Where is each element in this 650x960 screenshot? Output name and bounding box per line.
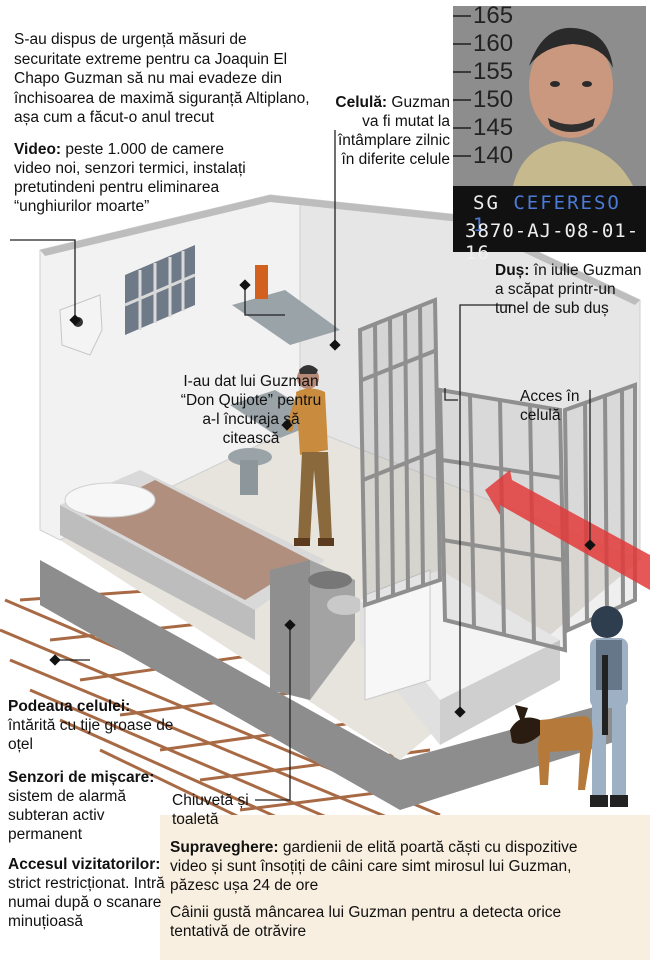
surveillance-annotation: Supraveghere: gardienii de elită poartă … <box>170 838 610 895</box>
floor-annotation: Podeaua celulei: întărită cu tije groase … <box>8 697 178 754</box>
video-annotation: Video: peste 1.000 de camere video noi, … <box>14 140 264 216</box>
guard <box>590 606 628 807</box>
placard-facility: CEFERESO 1 <box>473 192 621 236</box>
id-placard: SG CEFERESO 1 3870-AJ-08-01-16 <box>453 186 646 264</box>
access-annotation: Acces în celulă <box>520 388 580 424</box>
placard-code: 3870-AJ-08-01-16 <box>465 220 640 264</box>
leader-lines <box>10 130 591 801</box>
guard-dog <box>510 705 593 790</box>
floor-title: Podeaua celulei: <box>8 698 131 715</box>
cell-title: Celulă: <box>335 94 388 111</box>
motion-sensor-text: sistem de alarmă subteran activ permanen… <box>8 788 127 843</box>
ruler-label: 140 <box>473 142 514 169</box>
shower-text: în iulie Guzman a scăpat printr-un tunel… <box>495 262 642 317</box>
visitor-access-annotation: Accesul vizitatorilor: strict restricțion… <box>8 855 168 931</box>
sink-toilet-annotation: Chiuvetă și toaletă <box>172 792 249 828</box>
surveillance-panel <box>160 815 650 960</box>
placard-prefix: SG <box>473 192 514 214</box>
cell-annotation: Celulă: Guzman va fi mutat la întâmplare… <box>322 93 450 169</box>
bed <box>60 470 325 640</box>
book-icon <box>255 265 268 299</box>
cell-window <box>124 245 196 335</box>
shower-annotation: Duș: în iulie Guzman a scăpat printr-un … <box>495 261 645 318</box>
cell-text: Guzman va fi mutat la întâmplare zilnic … <box>338 94 450 168</box>
don-quijote-annotation: I-au dat lui Guzman “Don Quijote” pentru… <box>180 373 322 447</box>
video-title: Video: <box>14 141 62 158</box>
ruler-label: 145 <box>473 114 514 141</box>
mugshot-photo: 165 160 155 150 145 140 SG CEFERESO 1 38… <box>453 2 646 264</box>
portrait <box>453 15 633 186</box>
surveillance-title: Supraveghere: <box>170 839 279 856</box>
shelf-top <box>232 290 340 345</box>
concrete-slab <box>40 560 620 810</box>
stool <box>228 448 272 466</box>
ruler-label: 160 <box>473 30 514 57</box>
cell-bars <box>357 297 637 653</box>
visitor-access-title: Accesul vizitatorilor: <box>8 856 161 873</box>
intro-text: S-au dispus de urgență măsuri de securit… <box>14 31 310 126</box>
motion-sensor-annotation: Senzori de mișcare: sistem de alarmă subt… <box>8 768 173 844</box>
ruler-label: 165 <box>473 2 514 29</box>
surveillance-text: gardienii de elită poartă căști cu dispo… <box>170 839 578 894</box>
floor-text: întărită cu tije groase de oțel <box>8 717 174 753</box>
motion-sensor-title: Senzori de mișcare: <box>8 769 155 786</box>
ruler-label: 150 <box>473 86 514 113</box>
dogs-annotation: Câinii gustă mâncarea lui Guzman pentru … <box>170 904 562 940</box>
ruler-label: 155 <box>473 58 514 85</box>
video-text: peste 1.000 de camere video noi, senzori… <box>14 141 246 215</box>
visitor-access-text: strict restricționat. Intră numai după o… <box>8 875 165 930</box>
access-arrow-icon <box>485 470 650 590</box>
toilet <box>327 595 363 615</box>
shower-title: Duș: <box>495 262 530 279</box>
